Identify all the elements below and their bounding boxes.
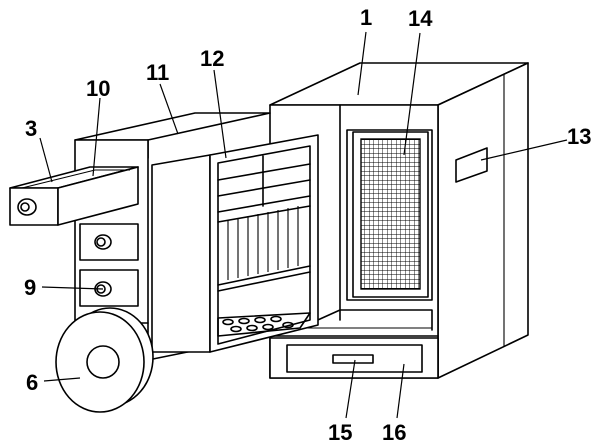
label-15: 15 <box>328 420 352 445</box>
open-rack-door <box>151 134 319 353</box>
label-9: 9 <box>24 275 36 300</box>
open-drawer <box>9 166 139 226</box>
label-1: 1 <box>360 5 372 30</box>
label-12: 12 <box>200 46 224 71</box>
label-14: 14 <box>408 6 433 31</box>
side-handle <box>455 147 488 183</box>
label-6: 6 <box>26 370 38 395</box>
label-10: 10 <box>86 76 110 101</box>
bottom-drawer <box>269 337 439 379</box>
label-3: 3 <box>25 116 37 141</box>
label-11: 11 <box>146 60 169 85</box>
wheel <box>55 307 154 413</box>
callout-labels: 1 14 3 10 11 12 13 9 6 15 16 <box>24 5 591 445</box>
small-drawer-1 <box>79 223 139 261</box>
leader-lines <box>39 31 568 419</box>
label-13: 13 <box>567 124 591 149</box>
label-16: 16 <box>382 420 406 445</box>
drawer-handle <box>332 354 374 364</box>
mesh-panel <box>352 131 429 298</box>
